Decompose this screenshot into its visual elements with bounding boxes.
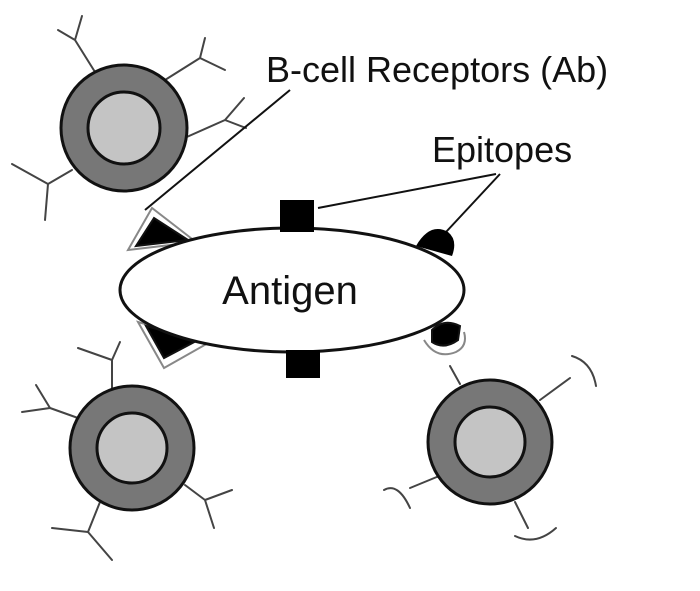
receptor-leader-line (144, 89, 291, 211)
bound-receptor-epitope (134, 216, 191, 248)
bound-receptor-outline (423, 331, 466, 356)
bound-receptor-outline (126, 206, 199, 252)
antigen-complex (118, 200, 466, 378)
b-cell-receptors (21, 341, 233, 561)
epitope-square (280, 200, 314, 232)
b-cell-top-left (11, 15, 247, 221)
receptors-label: B-cell Receptors (Ab) (266, 49, 608, 90)
epitope-round (416, 229, 455, 256)
b-cell-nucleus (86, 90, 162, 166)
epitopes-label: Epitopes (432, 129, 572, 170)
b-cell-bottom-right (383, 355, 597, 541)
b-cell-nucleus (95, 411, 169, 485)
b-cell-nucleus (453, 405, 527, 479)
antigen-label: Antigen (222, 269, 358, 313)
bound-receptor-epitope (431, 321, 462, 347)
epitope-leader-line-round (445, 173, 501, 233)
epitope-square (286, 350, 320, 378)
b-cell-bottom-left (21, 341, 233, 561)
leader-lines (144, 89, 501, 233)
epitope-leader-line-square (317, 173, 497, 209)
